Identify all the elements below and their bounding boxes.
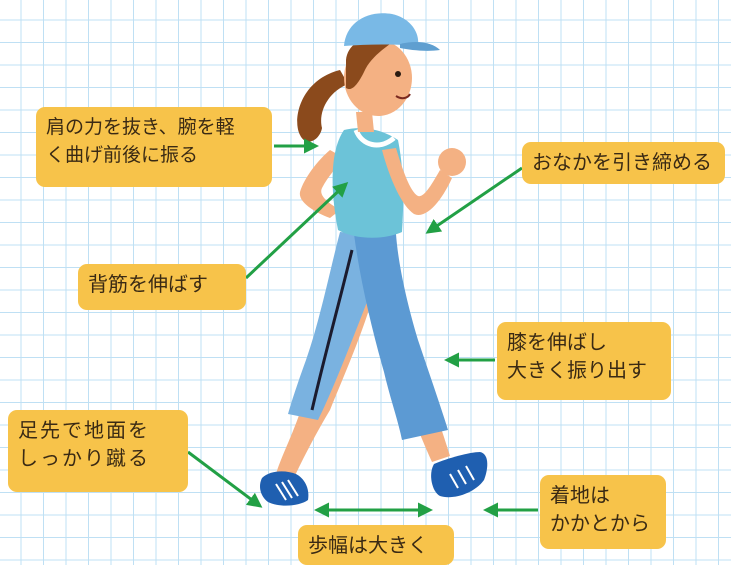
label-belly: おなかを引き締める [522, 142, 725, 184]
arrow-back [244, 181, 349, 280]
label-shoulder-arm: 肩の力を抜き、腕を軽 く曲げ前後に振る [36, 107, 272, 187]
back-arm [299, 150, 344, 218]
woman-figure [260, 13, 488, 506]
arrow-belly [425, 166, 523, 234]
front-leg-pants [354, 234, 448, 440]
label-heel: 着地は かかとから [540, 475, 666, 549]
label-back: 背筋を伸ばす [78, 264, 246, 310]
label-stride: 歩幅は大きく [298, 525, 454, 565]
front-arm [382, 148, 452, 215]
label-knee: 膝を伸ばし 大きく振り出す [497, 322, 671, 400]
front-fist [438, 148, 466, 176]
front-shoe [431, 452, 488, 498]
ponytail [297, 70, 348, 142]
back-shoe [260, 471, 309, 506]
label-toe: 足先で地面を しっかり蹴る [8, 410, 188, 492]
annotation-arrows [187, 138, 538, 518]
cap [344, 13, 419, 46]
arrow-toe [187, 450, 263, 508]
